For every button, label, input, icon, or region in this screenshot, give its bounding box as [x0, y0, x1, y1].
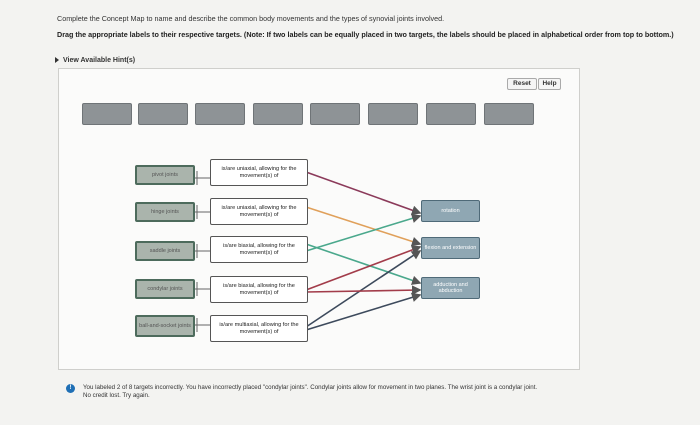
label-bank-slot[interactable] [368, 103, 418, 125]
label-bank-slot[interactable] [426, 103, 476, 125]
joint-tag-condylar[interactable]: condylar joints [135, 279, 195, 299]
target-flexion-extension[interactable]: flexion and extension [421, 237, 480, 259]
description-box: is/are biaxial, allowing for the movemen… [210, 276, 308, 303]
joint-tag-saddle[interactable]: saddle joints [135, 241, 195, 261]
joint-tag-pivot[interactable]: pivot joints [135, 165, 195, 185]
label-bank-slot[interactable] [310, 103, 360, 125]
reset-button[interactable]: Reset [507, 78, 537, 90]
instruction-text: Complete the Concept Map to name and des… [57, 14, 445, 23]
target-adduction-abduction[interactable]: adduction and abduction [421, 277, 480, 299]
info-icon: ! [66, 384, 75, 393]
view-hints-label: View Available Hint(s) [63, 57, 136, 64]
feedback-text: You labeled 2 of 8 targets incorrectly. … [83, 384, 538, 391]
caret-right-icon [55, 57, 59, 64]
joint-tag-ball-and-socket[interactable]: ball-and-socket joints [135, 315, 195, 337]
label-bank-slot[interactable] [484, 103, 534, 125]
label-bank-slot[interactable] [138, 103, 188, 125]
feedback-message: ! You labeled 2 of 8 targets incorrectly… [66, 384, 666, 400]
label-bank-slot[interactable] [253, 103, 303, 125]
target-rotation[interactable]: rotation [421, 200, 480, 222]
instructions: Complete the Concept Map to name and des… [57, 14, 687, 39]
description-box: is/are multiaxial, allowing for the move… [210, 315, 308, 342]
joint-tag-hinge[interactable]: hinge joints [135, 202, 195, 222]
description-box: is/are uniaxial, allowing for the moveme… [210, 198, 308, 225]
feedback-credit: No credit lost. Try again. [83, 392, 150, 399]
help-button[interactable]: Help [538, 78, 561, 90]
label-bank-slot[interactable] [82, 103, 132, 125]
label-bank-slot[interactable] [195, 103, 245, 125]
description-box: is/are biaxial, allowing for the movemen… [210, 236, 308, 263]
description-box: is/are uniaxial, allowing for the moveme… [210, 159, 308, 186]
view-hints-link[interactable]: View Available Hint(s) [55, 57, 135, 64]
instruction-note: Drag the appropriate labels to their res… [57, 29, 674, 39]
